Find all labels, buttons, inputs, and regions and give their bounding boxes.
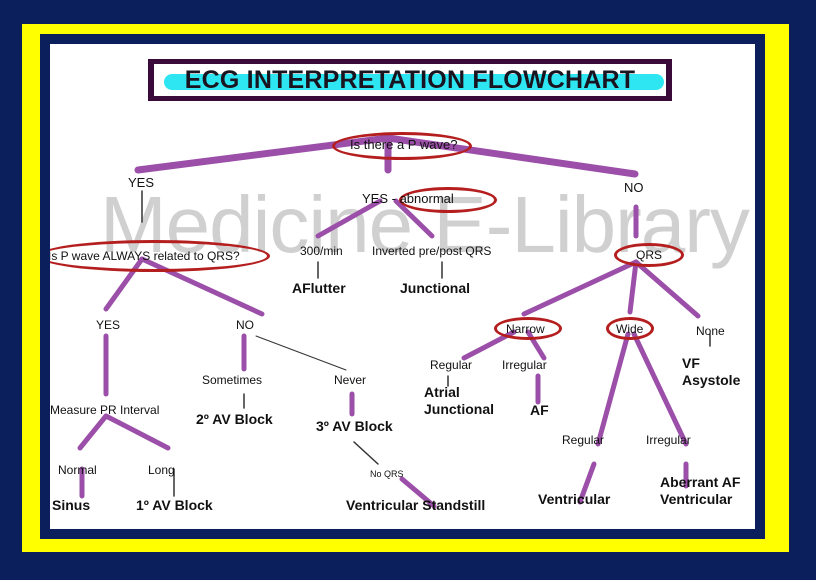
result-av3: 3º AV Block (316, 418, 393, 434)
edge-qrs-narrow (521, 259, 639, 317)
node-yes-abnormal: YES - abnormal (362, 191, 454, 206)
node-300-min: 300/min (300, 244, 343, 258)
flowchart-canvas: ECG INTERPRETATION FLOWCHART Medicine E-… (50, 44, 755, 529)
outer-yellow-frame: ECG INTERPRETATION FLOWCHART Medicine E-… (22, 24, 789, 552)
node-narrow: Narrow (506, 322, 545, 336)
node-no-qrs: No QRS (370, 469, 404, 479)
result-junctional: Junctional (400, 280, 471, 296)
title-box: ECG INTERPRETATION FLOWCHART (148, 59, 672, 101)
result-af: AF (530, 402, 549, 418)
node-inverted: Inverted pre/post QRS (372, 244, 492, 258)
node-irregular-narrow: Irregular (502, 358, 547, 372)
result-sinus: Sinus (52, 497, 91, 513)
edge-noqrs-standstill (399, 476, 437, 509)
edge-yesab-300 (315, 198, 383, 239)
node-irregular-wide: Irregular (646, 433, 691, 447)
edge-measure-long (103, 413, 171, 451)
node-yes2: YES (96, 318, 121, 332)
node-wide: Wide (616, 322, 644, 336)
result-aflutter: AFlutter (292, 280, 346, 296)
edge-qrs-none (633, 259, 701, 319)
node-none: None (696, 324, 725, 338)
node-no: NO (624, 180, 644, 195)
result-aberrant-ventricular: Aberrant AF Ventricular (660, 474, 741, 507)
result-ventricular: Ventricular (538, 491, 611, 507)
oval-root (332, 132, 472, 160)
result-vf-asystole: VF Asystole (682, 355, 741, 388)
edge-wide-irregular (631, 331, 689, 447)
edge-av3-noqrs (353, 441, 379, 465)
node-regular-wide: Regular (562, 433, 605, 447)
node-no2: NO (236, 318, 254, 332)
result-ventricular-standstill: Ventricular Standstill (346, 497, 486, 513)
oval-narrow (494, 317, 562, 340)
result-atrial-junctional: Atrial Junctional (424, 384, 495, 417)
edge-wide-regular (595, 331, 631, 447)
edge-qrs-wide (627, 259, 639, 315)
node-qrs: QRS (636, 248, 663, 262)
node-regular-narrow: Regular (430, 358, 473, 372)
title-highlight (164, 74, 664, 90)
node-normal: Normal (58, 463, 97, 477)
page-title: ECG INTERPRETATION FLOWCHART (184, 66, 636, 94)
edge-no2-never (255, 335, 347, 371)
node-root: Is there a P wave? (350, 137, 458, 152)
node-yes: YES (128, 175, 155, 190)
oval-wide (606, 317, 654, 340)
oval-yes-abnormal (399, 187, 497, 213)
title-inner: ECG INTERPRETATION FLOWCHART (154, 64, 666, 96)
node-sometimes: Sometimes (202, 373, 263, 387)
node-never: Never (334, 373, 367, 387)
edge-yesab-inverted (393, 198, 435, 239)
oval-p-related (50, 240, 270, 272)
node-p-related: Is P wave ALWAYS related to QRS? (50, 249, 240, 263)
node-long: Long (148, 463, 175, 477)
result-av1: 1º AV Block (136, 497, 213, 513)
result-av2: 2º AV Block (196, 411, 273, 427)
edge-measure-normal (77, 413, 109, 451)
node-measure-pr: Measure PR Interval (50, 403, 160, 417)
inner-navy-frame: ECG INTERPRETATION FLOWCHART Medicine E-… (40, 34, 765, 539)
oval-qrs (614, 243, 684, 267)
edge-regularw-ventricular (577, 461, 597, 505)
